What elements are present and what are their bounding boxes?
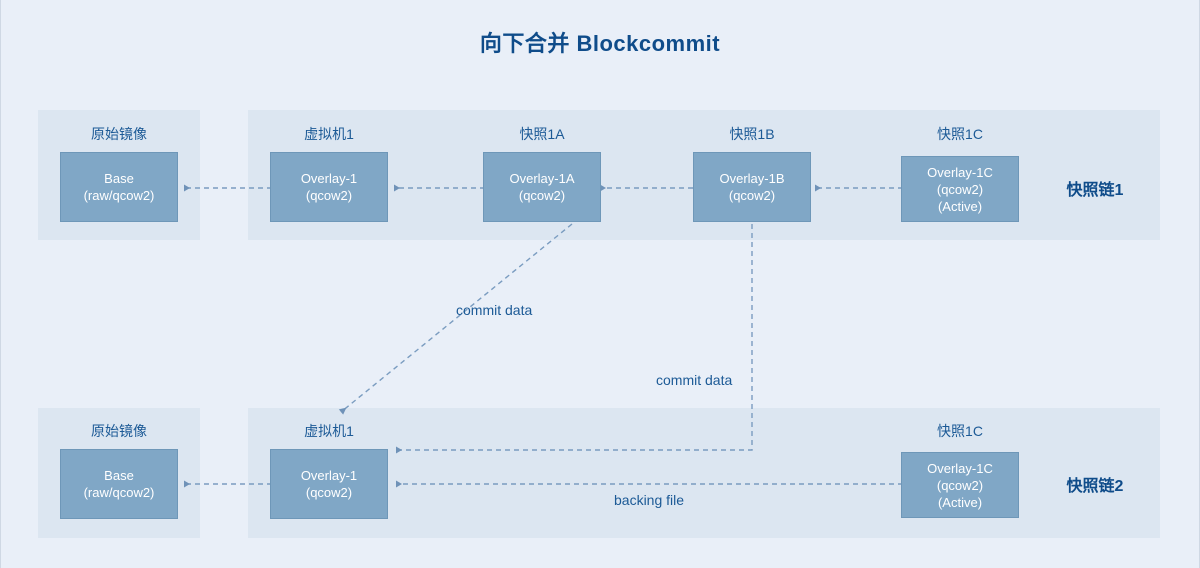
- group-label-snapshot-1c-bottom: 快照1C: [937, 423, 983, 439]
- node-overlay-1c-bottom[interactable]: Overlay-1C (qcow2) (Active): [901, 452, 1019, 518]
- group-label-snapshot-1b: 快照1B: [729, 126, 775, 142]
- node-line: (qcow2): [305, 188, 353, 203]
- node-line: Overlay-1: [300, 468, 358, 483]
- chain-label-1: 快照链1: [1066, 182, 1124, 199]
- group-label-snapshot-1a: 快照1A: [519, 126, 565, 142]
- node-line: (raw/qcow2): [83, 188, 155, 203]
- node-overlay-1b[interactable]: Overlay-1B (qcow2): [693, 152, 811, 222]
- group-label-snapshot-1c-top: 快照1C: [937, 126, 983, 142]
- node-line: (qcow2): [518, 188, 566, 203]
- node-line: Overlay-1A: [509, 171, 575, 186]
- group-label-vm1-bottom: 虚拟机1: [304, 423, 354, 439]
- node-line: Overlay-1C: [927, 164, 993, 180]
- node-line: (qcow2): [936, 181, 984, 197]
- node-line: (qcow2): [936, 477, 984, 493]
- group-label-original-image-top: 原始镜像: [91, 126, 147, 142]
- node-line: (Active): [937, 494, 983, 510]
- node-line: Overlay-1B: [719, 171, 785, 186]
- node-overlay-1-top[interactable]: Overlay-1 (qcow2): [270, 152, 388, 222]
- node-overlay-1a[interactable]: Overlay-1A (qcow2): [483, 152, 601, 222]
- chain-label-2: 快照链2: [1066, 478, 1124, 495]
- node-line: Overlay-1: [300, 171, 358, 186]
- group-label-vm1-top: 虚拟机1: [304, 126, 354, 142]
- edge-label-backing-file: backing file: [614, 492, 685, 508]
- edge-label-commit-data-lower: commit data: [656, 372, 733, 388]
- node-base-top[interactable]: Base (raw/qcow2): [60, 152, 178, 222]
- node-line: (Active): [937, 198, 983, 214]
- node-line: Base: [104, 171, 134, 186]
- node-base-bottom[interactable]: Base (raw/qcow2): [60, 449, 178, 519]
- wire-commit-data-upper: [338, 223, 573, 415]
- node-line: Overlay-1C: [927, 460, 993, 476]
- page-title: 向下合并 Blockcommit: [479, 31, 721, 56]
- node-line: (qcow2): [728, 188, 776, 203]
- node-line: (raw/qcow2): [83, 485, 155, 500]
- group-label-original-image-bottom: 原始镜像: [91, 423, 147, 439]
- node-line: (qcow2): [305, 485, 353, 500]
- edge-label-commit-data-upper: commit data: [456, 302, 533, 318]
- node-overlay-1-bottom[interactable]: Overlay-1 (qcow2): [270, 449, 388, 519]
- node-overlay-1c-top[interactable]: Overlay-1C (qcow2) (Active): [901, 156, 1019, 222]
- node-line: Base: [104, 468, 134, 483]
